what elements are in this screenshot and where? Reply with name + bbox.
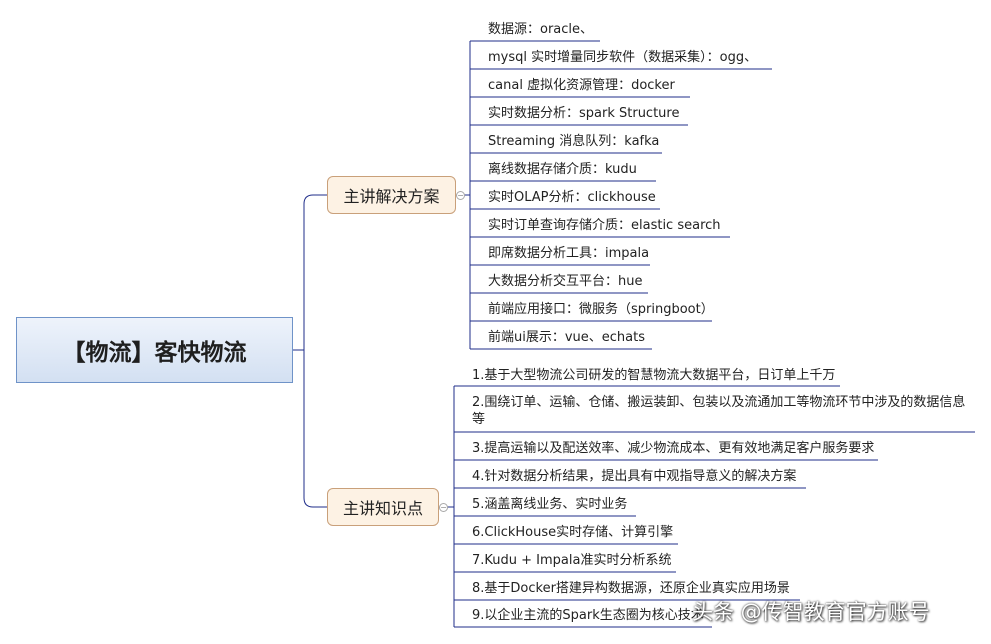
- solution-leaf-7[interactable]: 实时OLAP分析：clickhouse: [488, 190, 656, 205]
- root-topic[interactable]: 【物流】客快物流: [16, 317, 293, 383]
- branch-knowledge-label: 主讲知识点: [342, 499, 423, 518]
- solution-leaf-9[interactable]: 即席数据分析工具：impala: [488, 246, 650, 261]
- root-to-solutions-line: [303, 194, 327, 350]
- solution-leaf-8[interactable]: 实时订单查询存储介质：elastic search: [488, 218, 721, 233]
- knowledge-leaf-6[interactable]: 6.ClickHouse实时存储、计算引擎: [472, 525, 674, 540]
- knowledge-leaf-8[interactable]: 8.基于Docker搭建异构数据源，还原企业真实应用场景: [472, 581, 790, 596]
- solution-leaf-10[interactable]: 大数据分析交互平台：hue: [488, 274, 643, 289]
- solution-leaf-6[interactable]: 离线数据存储介质：kudu: [488, 162, 637, 177]
- knowledge-leaf-7[interactable]: 7.Kudu + Impala准实时分析系统: [472, 553, 672, 568]
- knowledge-leaf-2[interactable]: 2.围绕订单、运输、仓储、搬运装卸、包装以及流通加工等物流环节中涉及的数据信息等: [472, 395, 966, 427]
- solution-leaf-3[interactable]: canal 虚拟化资源管理：docker: [488, 78, 675, 93]
- root-topic-label: 【物流】客快物流: [62, 340, 247, 366]
- solution-leaf-5[interactable]: Streaming 消息队列：kafka: [488, 134, 660, 149]
- solution-leaf-2[interactable]: mysql 实时增量同步软件（数据采集）：ogg、: [488, 50, 758, 65]
- solution-leaf-1[interactable]: 数据源：oracle、: [488, 22, 594, 37]
- root-to-knowledge-line: [303, 350, 327, 508]
- knowledge-leaf-1[interactable]: 1.基于大型物流公司研发的智慧物流大数据平台，日订单上千万: [472, 368, 836, 383]
- branch-solutions[interactable]: 主讲解决方案: [327, 176, 456, 214]
- solution-leaf-11[interactable]: 前端应用接口：微服务（springboot）: [488, 302, 714, 317]
- collapse-knowledge-icon[interactable]: −: [439, 503, 448, 512]
- solution-leaf-4[interactable]: 实时数据分析：spark Structure: [488, 106, 680, 121]
- knowledge-leaf-9[interactable]: 9.以企业主流的Spark生态圈为核心技术: [472, 608, 704, 623]
- branch-solutions-label: 主讲解决方案: [343, 187, 440, 206]
- knowledge-leaf-4[interactable]: 4.针对数据分析结果，提出具有中观指导意义的解决方案: [472, 469, 797, 484]
- knowledge-leaf-5[interactable]: 5.涵盖离线业务、实时业务: [472, 497, 628, 512]
- knowledge-leaf-3[interactable]: 3.提高运输以及配送效率、减少物流成本、更有效地满足客户服务要求: [472, 441, 875, 456]
- solution-leaf-12[interactable]: 前端ui展示：vue、echats: [488, 330, 646, 345]
- branch-knowledge[interactable]: 主讲知识点: [327, 488, 439, 526]
- watermark: 头条 @传智教育官方账号: [692, 600, 930, 624]
- collapse-solutions-icon[interactable]: −: [456, 191, 465, 200]
